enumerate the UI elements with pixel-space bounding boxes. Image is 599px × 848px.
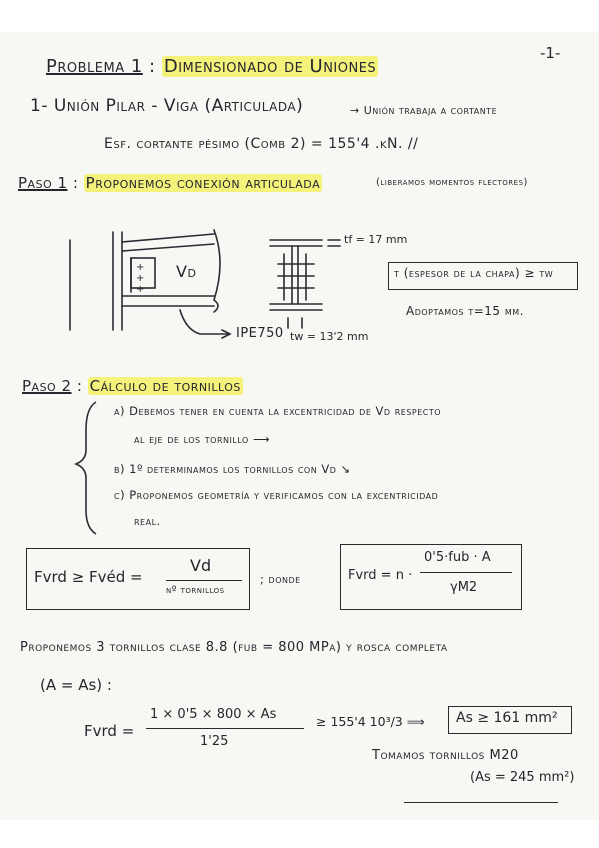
step1-heading: Paso 1 : Proponemos conexión articulada [18,174,323,192]
title-colon: : [149,56,156,77]
bolt-area: (As = 245 mm²) [470,770,575,785]
tf-label: tf = 17 mm [344,233,408,246]
calc-lhs: Fvrd = [84,722,135,740]
step1-note: (liberamos momentos flectores) [376,177,528,188]
donde-text: ; donde [260,572,301,586]
tw-label: tw = 13'2 mm [290,330,369,343]
formula2-box [340,544,522,610]
thickness-condition-box [388,262,578,290]
calc-den: 1'25 [200,734,229,749]
bolt-mark: + [136,273,144,284]
step2-item-a: a) Debemos tener en cuenta la excentrici… [114,404,442,418]
formula2-num: 0'5·fub · A [424,550,491,565]
notebook-page [0,32,599,820]
proposal-line2: (A = As) : [40,676,112,694]
problem-label: Problema 1 [46,56,143,77]
formula2-fraction-bar [420,572,512,573]
bolt-mark: + [136,284,144,295]
profile-label: IPE750 [236,326,284,341]
step2-item-b: b) 1º determinamos los tornillos con Vd … [114,462,351,476]
proposal-line1: Proponemos 3 tornillos clase 8.8 (fub = … [20,640,448,655]
problem-title: Problema 1 : Dimensionado de Uniones [46,56,379,77]
step1-title: Proponemos conexión articulada [83,174,323,192]
thickness-condition: t (espesor de la chapa) ≥ tw [394,266,554,280]
bolt-mark: + [136,262,144,273]
step2-item-c: c) Proponemos geometría y verificamos co… [114,488,439,502]
step2-label: Paso 2 [22,377,72,395]
formula1-den: nº tornillos [166,585,225,596]
section-arrow-note: → Unión trabaja a cortante [350,104,498,117]
formula1-lhs: Fvrd ≥ Fvéd = [34,568,143,586]
formula1-num: Vd [190,556,212,575]
end-rule [404,802,558,803]
step2-heading: Paso 2 : Cálculo de tornillos [22,377,243,395]
result-value: As ≥ 161 mm² [456,710,558,726]
vd-label: Vd [176,262,197,281]
calc-rhs: ≥ 155'4 10³/3 ⟹ [316,714,425,729]
step2-title: Cálculo de tornillos [87,377,243,395]
step2-item-a-cont: al eje de los tornillo ⟶ [134,432,270,446]
step1-label: Paso 1 [18,174,68,192]
step2-item-c-cont: real. [134,514,161,528]
formula1-fraction-bar [166,580,242,581]
formula2-den: γM2 [450,580,478,595]
result-box [448,706,572,734]
step1-colon: : [72,174,79,192]
calc-num: 1 × 0'5 × 800 × As [150,707,277,722]
section-heading: 1- Unión Pilar - Viga (Articulada) [30,96,304,116]
formula1-box [26,548,250,610]
page-number: -1- [540,44,561,62]
adopted-thickness: Adoptamos t=15 mm. [406,304,524,318]
formula2-lhs: Fvrd = n · [348,568,413,583]
bolt-choice: Tomamos tornillos M20 [372,748,519,763]
step2-colon: : [76,377,83,395]
problem-topic: Dimensionado de Uniones [161,56,379,77]
calc-fraction-bar [146,728,304,729]
shear-value: Esf. cortante pésimo (Comb 2) = 155'4 .k… [104,136,419,152]
